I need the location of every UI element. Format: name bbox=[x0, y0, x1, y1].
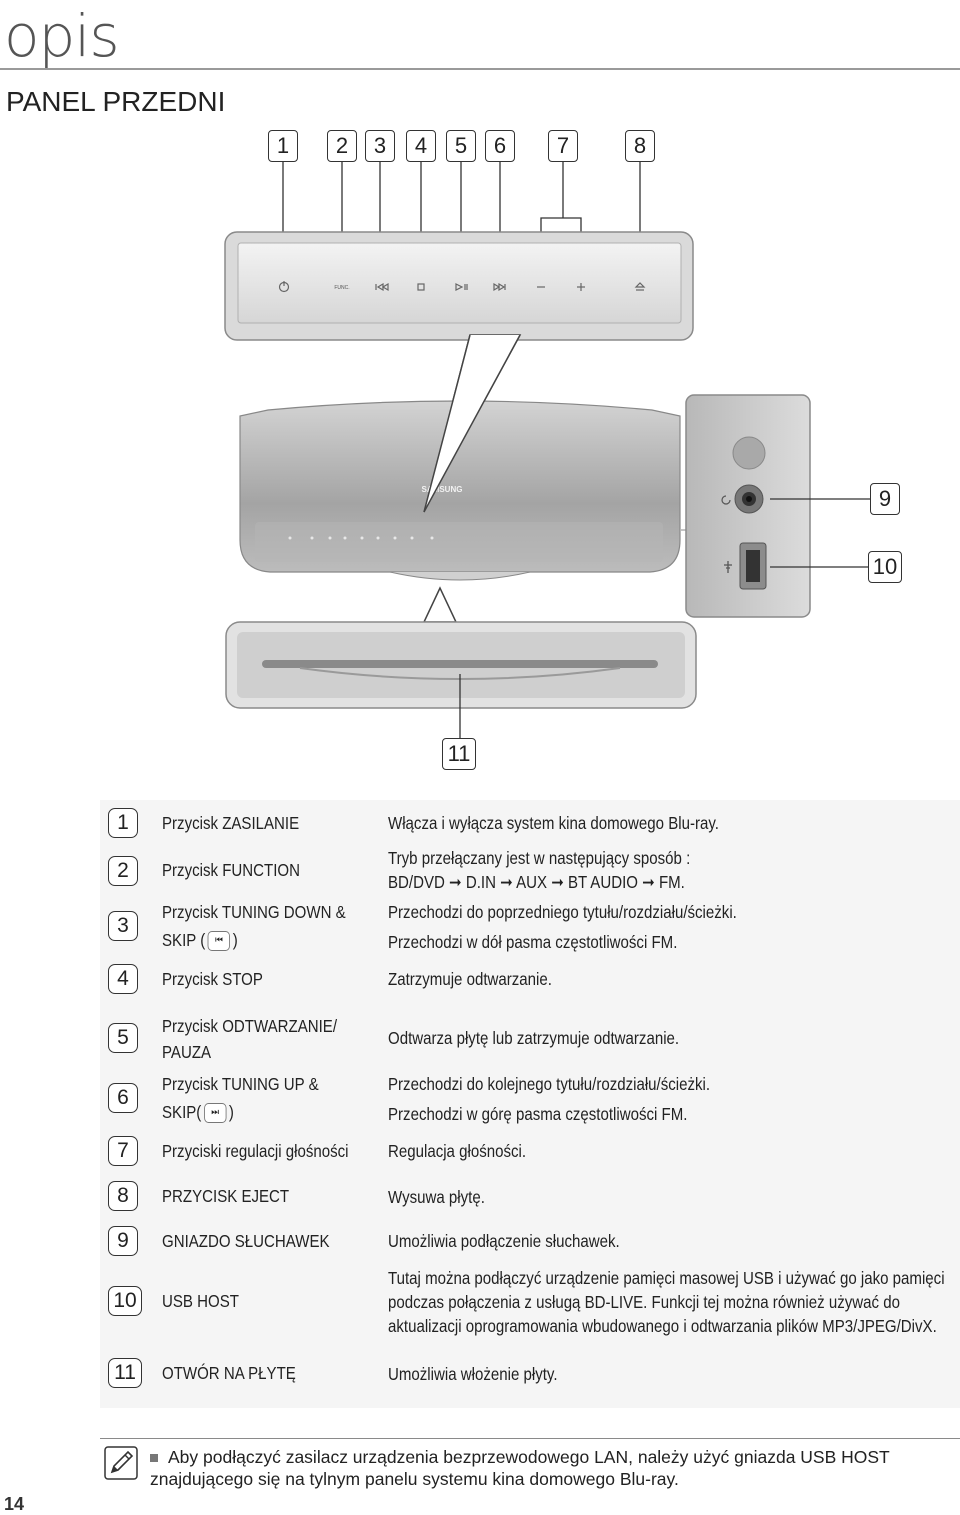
row-label-line2: SKIP (⏮) bbox=[162, 926, 238, 954]
row-number: 4 bbox=[108, 964, 138, 994]
row-number: 8 bbox=[108, 1181, 138, 1211]
callout-2: 2 bbox=[327, 130, 357, 162]
row-label: Przycisk TUNING DOWN & bbox=[162, 902, 346, 922]
bullet-square-icon bbox=[150, 1454, 158, 1463]
row-desc: Przechodzi w dół pasma częstotliwości FM… bbox=[388, 932, 678, 952]
skip-back-icon: ⏮ bbox=[207, 931, 231, 952]
row-number: 10 bbox=[108, 1286, 142, 1316]
row-label: OTWÓR NA PŁYTĘ bbox=[162, 1363, 296, 1383]
callout-6: 6 bbox=[485, 130, 515, 162]
row-number: 6 bbox=[108, 1083, 138, 1113]
row-desc: Przechodzi w górę pasma częstotliwości F… bbox=[388, 1104, 688, 1124]
row-label: Przycisk TUNING UP & bbox=[162, 1074, 319, 1094]
row-desc: Umożliwia włożenie płyty. bbox=[388, 1364, 558, 1384]
row-label: GNIAZDO SŁUCHAWEK bbox=[162, 1231, 330, 1251]
row-label-line2: SKIP(⏭) bbox=[162, 1098, 234, 1126]
row-label: Przycisk STOP bbox=[162, 969, 263, 989]
note-pencil-icon bbox=[104, 1446, 138, 1485]
func-label: FUNC. bbox=[334, 285, 349, 291]
row-desc: Przechodzi do poprzedniego tytułu/rozdzi… bbox=[388, 902, 737, 922]
front-panel-illustration: FUNC. SAMSUNG bbox=[224, 162, 870, 738]
page-number: 14 bbox=[4, 1494, 25, 1514]
row-label-text: SKIP ( bbox=[162, 930, 206, 950]
row-number: 1 bbox=[108, 808, 138, 838]
row-label-text: SKIP( bbox=[162, 1102, 202, 1122]
row-desc: BD/DVD ➞ D.IN ➞ AUX ➞ BT AUDIO ➞ FM. bbox=[388, 872, 685, 892]
row-desc: Przechodzi do kolejnego tytułu/rozdziału… bbox=[388, 1074, 711, 1094]
row-label: USB HOST bbox=[162, 1291, 239, 1311]
row-label-text: ) bbox=[228, 1102, 234, 1122]
skip-forward-icon: ⏭ bbox=[203, 1103, 227, 1124]
row-desc: Włącza i wyłącza system kina domowego Bl… bbox=[388, 813, 719, 833]
callout-11: 11 bbox=[442, 738, 476, 770]
row-number: 2 bbox=[108, 856, 138, 886]
page-title: PANEL PRZEDNI bbox=[6, 86, 226, 117]
row-desc: Odtwarza płytę lub zatrzymuje odtwarzani… bbox=[388, 1028, 680, 1048]
row-number: 3 bbox=[108, 911, 138, 941]
row-desc: Regulacja głośności. bbox=[388, 1141, 527, 1161]
note-text: Aby podłączyć zasilacz urządzenia bezprz… bbox=[150, 1446, 960, 1490]
row-desc: Zatrzymuje odtwarzanie. bbox=[388, 969, 552, 989]
section-word: opis bbox=[4, 2, 120, 70]
row-desc: Umożliwia podłączenie słuchawek. bbox=[388, 1231, 620, 1251]
note-divider bbox=[100, 1438, 960, 1439]
row-number: 7 bbox=[108, 1136, 138, 1166]
row-desc: Wysuwa płytę. bbox=[388, 1187, 485, 1207]
callout-9: 9 bbox=[870, 483, 900, 515]
row-desc: Tutaj można podłączyć urządzenie pamięci… bbox=[388, 1268, 945, 1288]
row-desc: podczas połączenia z usługą BD-LIVE. Fun… bbox=[388, 1292, 900, 1312]
row-number: 9 bbox=[108, 1226, 138, 1256]
row-desc: aktualizacji oprogramowania wbudowanego … bbox=[388, 1316, 937, 1336]
callout-10: 10 bbox=[868, 551, 902, 583]
callout-5: 5 bbox=[446, 130, 476, 162]
row-label: PRZYCISK EJECT bbox=[162, 1186, 290, 1206]
callout-7: 7 bbox=[548, 130, 578, 162]
callout-3: 3 bbox=[365, 130, 395, 162]
brand-logo: SAMSUNG bbox=[422, 485, 463, 494]
row-number: 5 bbox=[108, 1023, 138, 1053]
callout-1: 1 bbox=[268, 130, 298, 162]
feature-table: 1 Przycisk ZASILANIE Włącza i wyłącza sy… bbox=[100, 800, 960, 1408]
row-desc: Tryb przełączany jest w następujący spos… bbox=[388, 848, 691, 868]
callout-8: 8 bbox=[625, 130, 655, 162]
note-body: Aby podłączyć zasilacz urządzenia bezprz… bbox=[150, 1447, 890, 1489]
row-label: Przycisk FUNCTION bbox=[162, 860, 300, 880]
row-label: Przyciski regulacji głośności bbox=[162, 1141, 349, 1161]
row-label: Przycisk ODTWARZANIE/ bbox=[162, 1016, 338, 1036]
row-label-line2: PAUZA bbox=[162, 1042, 212, 1062]
callout-4: 4 bbox=[406, 130, 436, 162]
row-number: 11 bbox=[108, 1358, 142, 1388]
row-label: Przycisk ZASILANIE bbox=[162, 813, 300, 833]
row-label-text: ) bbox=[232, 930, 238, 950]
header-rule bbox=[0, 68, 960, 70]
